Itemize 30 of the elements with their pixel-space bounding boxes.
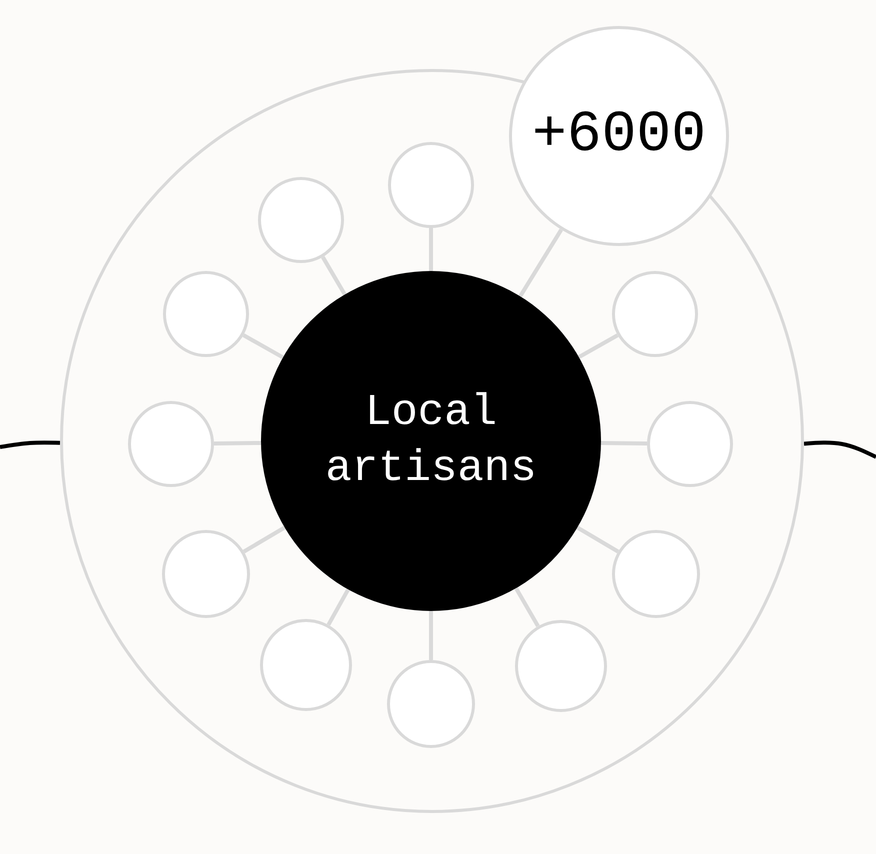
connector-line: [321, 256, 347, 296]
connector-line: [518, 228, 563, 298]
empty-circle: [612, 530, 700, 618]
connector-line: [242, 526, 286, 554]
empty-circle: [387, 660, 475, 748]
connector-line: [326, 588, 350, 626]
empty-circle: [388, 142, 474, 228]
empty-circle: [128, 401, 214, 487]
connector-line: [0, 440, 60, 449]
connector-line: [514, 587, 540, 628]
count-label: +6000: [532, 104, 706, 168]
empty-circle: [515, 620, 607, 712]
empty-circle: [258, 177, 344, 263]
connector-line: [600, 440, 648, 446]
count-circle: [509, 26, 729, 246]
empty-circle: [162, 530, 250, 618]
connector-line: [576, 526, 620, 554]
hub-circle: [261, 271, 601, 611]
connector-line: [578, 333, 619, 359]
empty-circle: [260, 619, 352, 711]
outer-ring: [60, 69, 804, 813]
empty-circle: [612, 271, 698, 357]
connector-line: [242, 333, 284, 360]
connector-line: [214, 440, 262, 446]
connector-line: [804, 440, 876, 459]
hub-label: Local artisans: [325, 387, 537, 496]
empty-circle: [163, 271, 249, 357]
empty-circle: [647, 401, 733, 487]
connector-line: [429, 611, 433, 660]
connector-line: [429, 228, 433, 271]
